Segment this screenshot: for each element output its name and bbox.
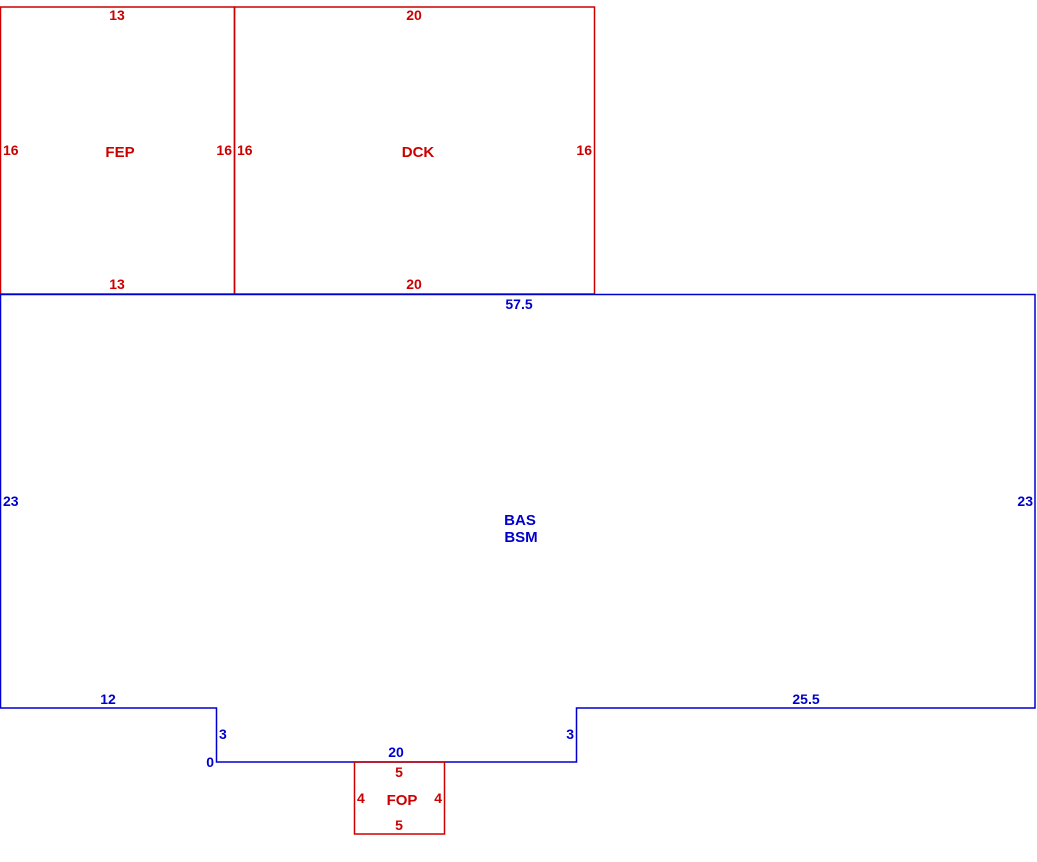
fep-left-dimension: 16: [3, 142, 19, 158]
bsm-area-label: BSM: [504, 529, 537, 546]
dck-top-dimension: 20: [406, 7, 422, 23]
bas-left-dimension: 23: [3, 493, 19, 509]
dck-left-dimension: 16: [237, 142, 253, 158]
area-bas: 57.5 23 23 12 25.5 3 3 20 0 BAS BSM: [0, 293, 1036, 770]
area-fep: 13 13 16 16 FEP: [0, 6, 236, 295]
fop-area-label: FOP: [387, 792, 418, 809]
fep-top-dimension: 13: [109, 7, 125, 23]
bas-notch-right-dimension: 3: [566, 726, 574, 742]
fep-bottom-dimension: 13: [109, 276, 125, 292]
area-fop: 5 5 4 4 FOP: [353, 761, 446, 835]
bas-right-dimension: 23: [1017, 493, 1033, 509]
bas-origin-marker: 0: [206, 754, 214, 770]
fop-top-dimension: 5: [395, 764, 403, 780]
fop-outline: [353, 761, 446, 835]
fop-bottom-dimension: 5: [395, 817, 403, 833]
fop-left-dimension: 4: [357, 790, 365, 806]
dck-right-dimension: 16: [576, 142, 592, 158]
bas-bottom-left-dimension: 12: [100, 691, 116, 707]
bas-notch-bottom-dimension: 20: [388, 744, 404, 760]
fep-right-dimension: 16: [216, 142, 232, 158]
dck-area-label: DCK: [402, 144, 435, 161]
area-dck: 20 20 16 16 DCK: [233, 6, 596, 295]
fop-right-dimension: 4: [434, 790, 442, 806]
bas-area-label: BAS: [504, 512, 536, 529]
bas-outline: [0, 293, 1036, 763]
bas-top-dimension: 57.5: [505, 296, 532, 312]
bas-bottom-right-dimension: 25.5: [792, 691, 819, 707]
dck-bottom-dimension: 20: [406, 276, 422, 292]
fep-area-label: FEP: [105, 144, 134, 161]
bas-notch-left-dimension: 3: [219, 726, 227, 742]
